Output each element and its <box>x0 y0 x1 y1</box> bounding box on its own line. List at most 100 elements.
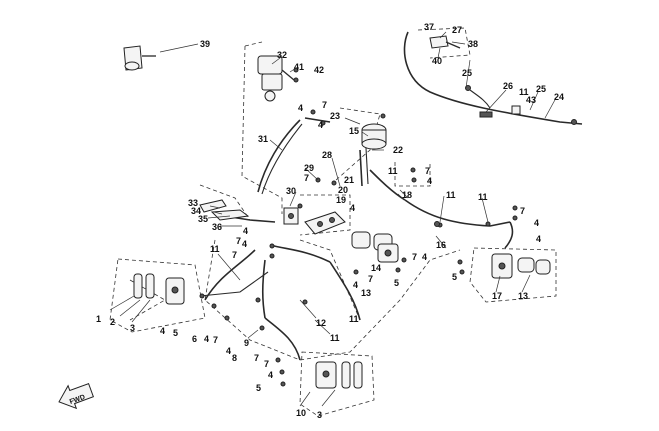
callout-7c: 7 <box>236 236 241 246</box>
callout-11f: 11 <box>330 333 340 343</box>
brake-pipe-upper-link <box>304 117 331 123</box>
callout-4d: 4 <box>243 226 248 236</box>
callout-7b: 7 <box>304 173 309 183</box>
callout-4e: 4 <box>242 239 247 249</box>
callout-9: 9 <box>244 338 249 348</box>
callout-13b: 13 <box>518 291 528 301</box>
callout-27: 27 <box>452 25 462 35</box>
brake-hose-mid-down <box>261 259 266 319</box>
callout-28: 28 <box>322 150 332 160</box>
cable-junction-26 <box>479 111 493 118</box>
frame-master-cylinder-top <box>244 41 263 47</box>
reservoir-hose-22-b <box>365 147 369 185</box>
callout-7h: 7 <box>368 274 373 284</box>
callout-12: 12 <box>316 318 326 328</box>
brake-pipe-right-drop <box>504 221 514 249</box>
components <box>123 35 577 389</box>
brake-switch-39 <box>123 45 156 71</box>
callout-11d: 11 <box>478 192 488 202</box>
front-caliper-assembly <box>315 361 363 389</box>
callout-34: 34 <box>191 206 201 216</box>
callout-32: 32 <box>277 50 287 60</box>
callout-7j: 7 <box>254 353 259 363</box>
callout-numbers: 39 32 41 42 4 7 4 31 23 15 22 28 29 7 21… <box>96 22 564 420</box>
callout-2: 2 <box>110 317 115 327</box>
frame-center-branch <box>299 239 361 321</box>
callout-7d: 7 <box>232 250 237 260</box>
callout-38: 38 <box>468 39 478 49</box>
callout-25a: 25 <box>462 68 472 78</box>
callout-42: 42 <box>314 65 324 75</box>
callout-4a: 4 <box>298 103 303 113</box>
callout-29: 29 <box>304 163 314 173</box>
callout-11g: 11 <box>519 87 529 97</box>
callout-4g: 4 <box>534 218 539 228</box>
cable-25 <box>469 89 491 109</box>
callout-41: 41 <box>294 62 304 72</box>
callout-24: 24 <box>554 92 564 102</box>
callout-3b: 3 <box>317 410 322 420</box>
callout-5b: 5 <box>452 272 457 282</box>
callout-16: 16 <box>436 240 446 250</box>
parking-lever-37 <box>429 35 461 49</box>
reservoir-hose-22 <box>359 149 363 187</box>
right-caliper-assembly <box>491 253 551 279</box>
brake-pipe-31-b <box>261 123 303 195</box>
callout-36: 36 <box>212 222 222 232</box>
callout-6: 6 <box>192 334 197 344</box>
callout-19: 19 <box>336 195 346 205</box>
center-caliper-assembly <box>351 231 399 263</box>
callout-11a: 11 <box>210 244 220 254</box>
brake-hose-left <box>204 249 256 301</box>
frame-master-cylinder <box>241 45 283 214</box>
brake-hose-center <box>269 244 331 263</box>
brake-hose-center-down <box>329 261 361 321</box>
callout-7a: 7 <box>322 100 327 110</box>
callout-23: 23 <box>330 111 340 121</box>
brake-lines <box>199 31 583 361</box>
callout-33: 33 <box>188 198 198 208</box>
callout-35: 35 <box>198 214 208 224</box>
frame-right-caliper <box>469 247 557 303</box>
forward-direction-arrow: FWD <box>58 382 95 410</box>
callout-4j: 4 <box>353 280 358 290</box>
callout-4m: 4 <box>226 346 231 356</box>
callout-30: 30 <box>286 186 296 196</box>
leader-lines <box>109 31 557 407</box>
callout-15: 15 <box>349 126 359 136</box>
bracket-43 <box>511 105 521 115</box>
callout-7i: 7 <box>213 335 218 345</box>
callout-20: 20 <box>338 185 348 195</box>
callout-5d: 5 <box>256 383 261 393</box>
frame-left-caliper <box>109 258 206 333</box>
callout-13a: 13 <box>361 288 371 298</box>
callout-4i: 4 <box>422 252 427 262</box>
callout-17: 17 <box>492 291 502 301</box>
callout-25b: 25 <box>536 84 546 94</box>
callout-11c: 11 <box>446 190 456 200</box>
valve-block <box>304 211 346 235</box>
callout-22: 22 <box>393 145 403 155</box>
left-caliper-assembly <box>133 273 185 305</box>
brake-pipe-right <box>404 199 511 227</box>
brake-hose-front <box>264 317 301 361</box>
callout-21: 21 <box>344 175 354 185</box>
brake-hose-left-upper <box>199 271 269 297</box>
callout-7k: 7 <box>264 359 269 369</box>
reservoir-15 <box>361 123 387 150</box>
callout-18: 18 <box>402 190 412 200</box>
callout-7e: 7 <box>425 166 430 176</box>
frame-hand-lever <box>417 27 471 59</box>
parking-brake-cable-24 <box>403 31 583 125</box>
callout-37: 37 <box>424 22 434 32</box>
callout-3a: 3 <box>130 323 135 333</box>
callout-4f: 4 <box>427 176 432 186</box>
brake-pipe-31 <box>257 119 301 193</box>
callout-4k: 4 <box>160 326 165 336</box>
callout-39: 39 <box>200 39 210 49</box>
callout-7f: 7 <box>520 206 525 216</box>
callout-11b: 11 <box>388 166 398 176</box>
callout-5a: 5 <box>394 278 399 288</box>
callout-11e: 11 <box>349 314 359 324</box>
